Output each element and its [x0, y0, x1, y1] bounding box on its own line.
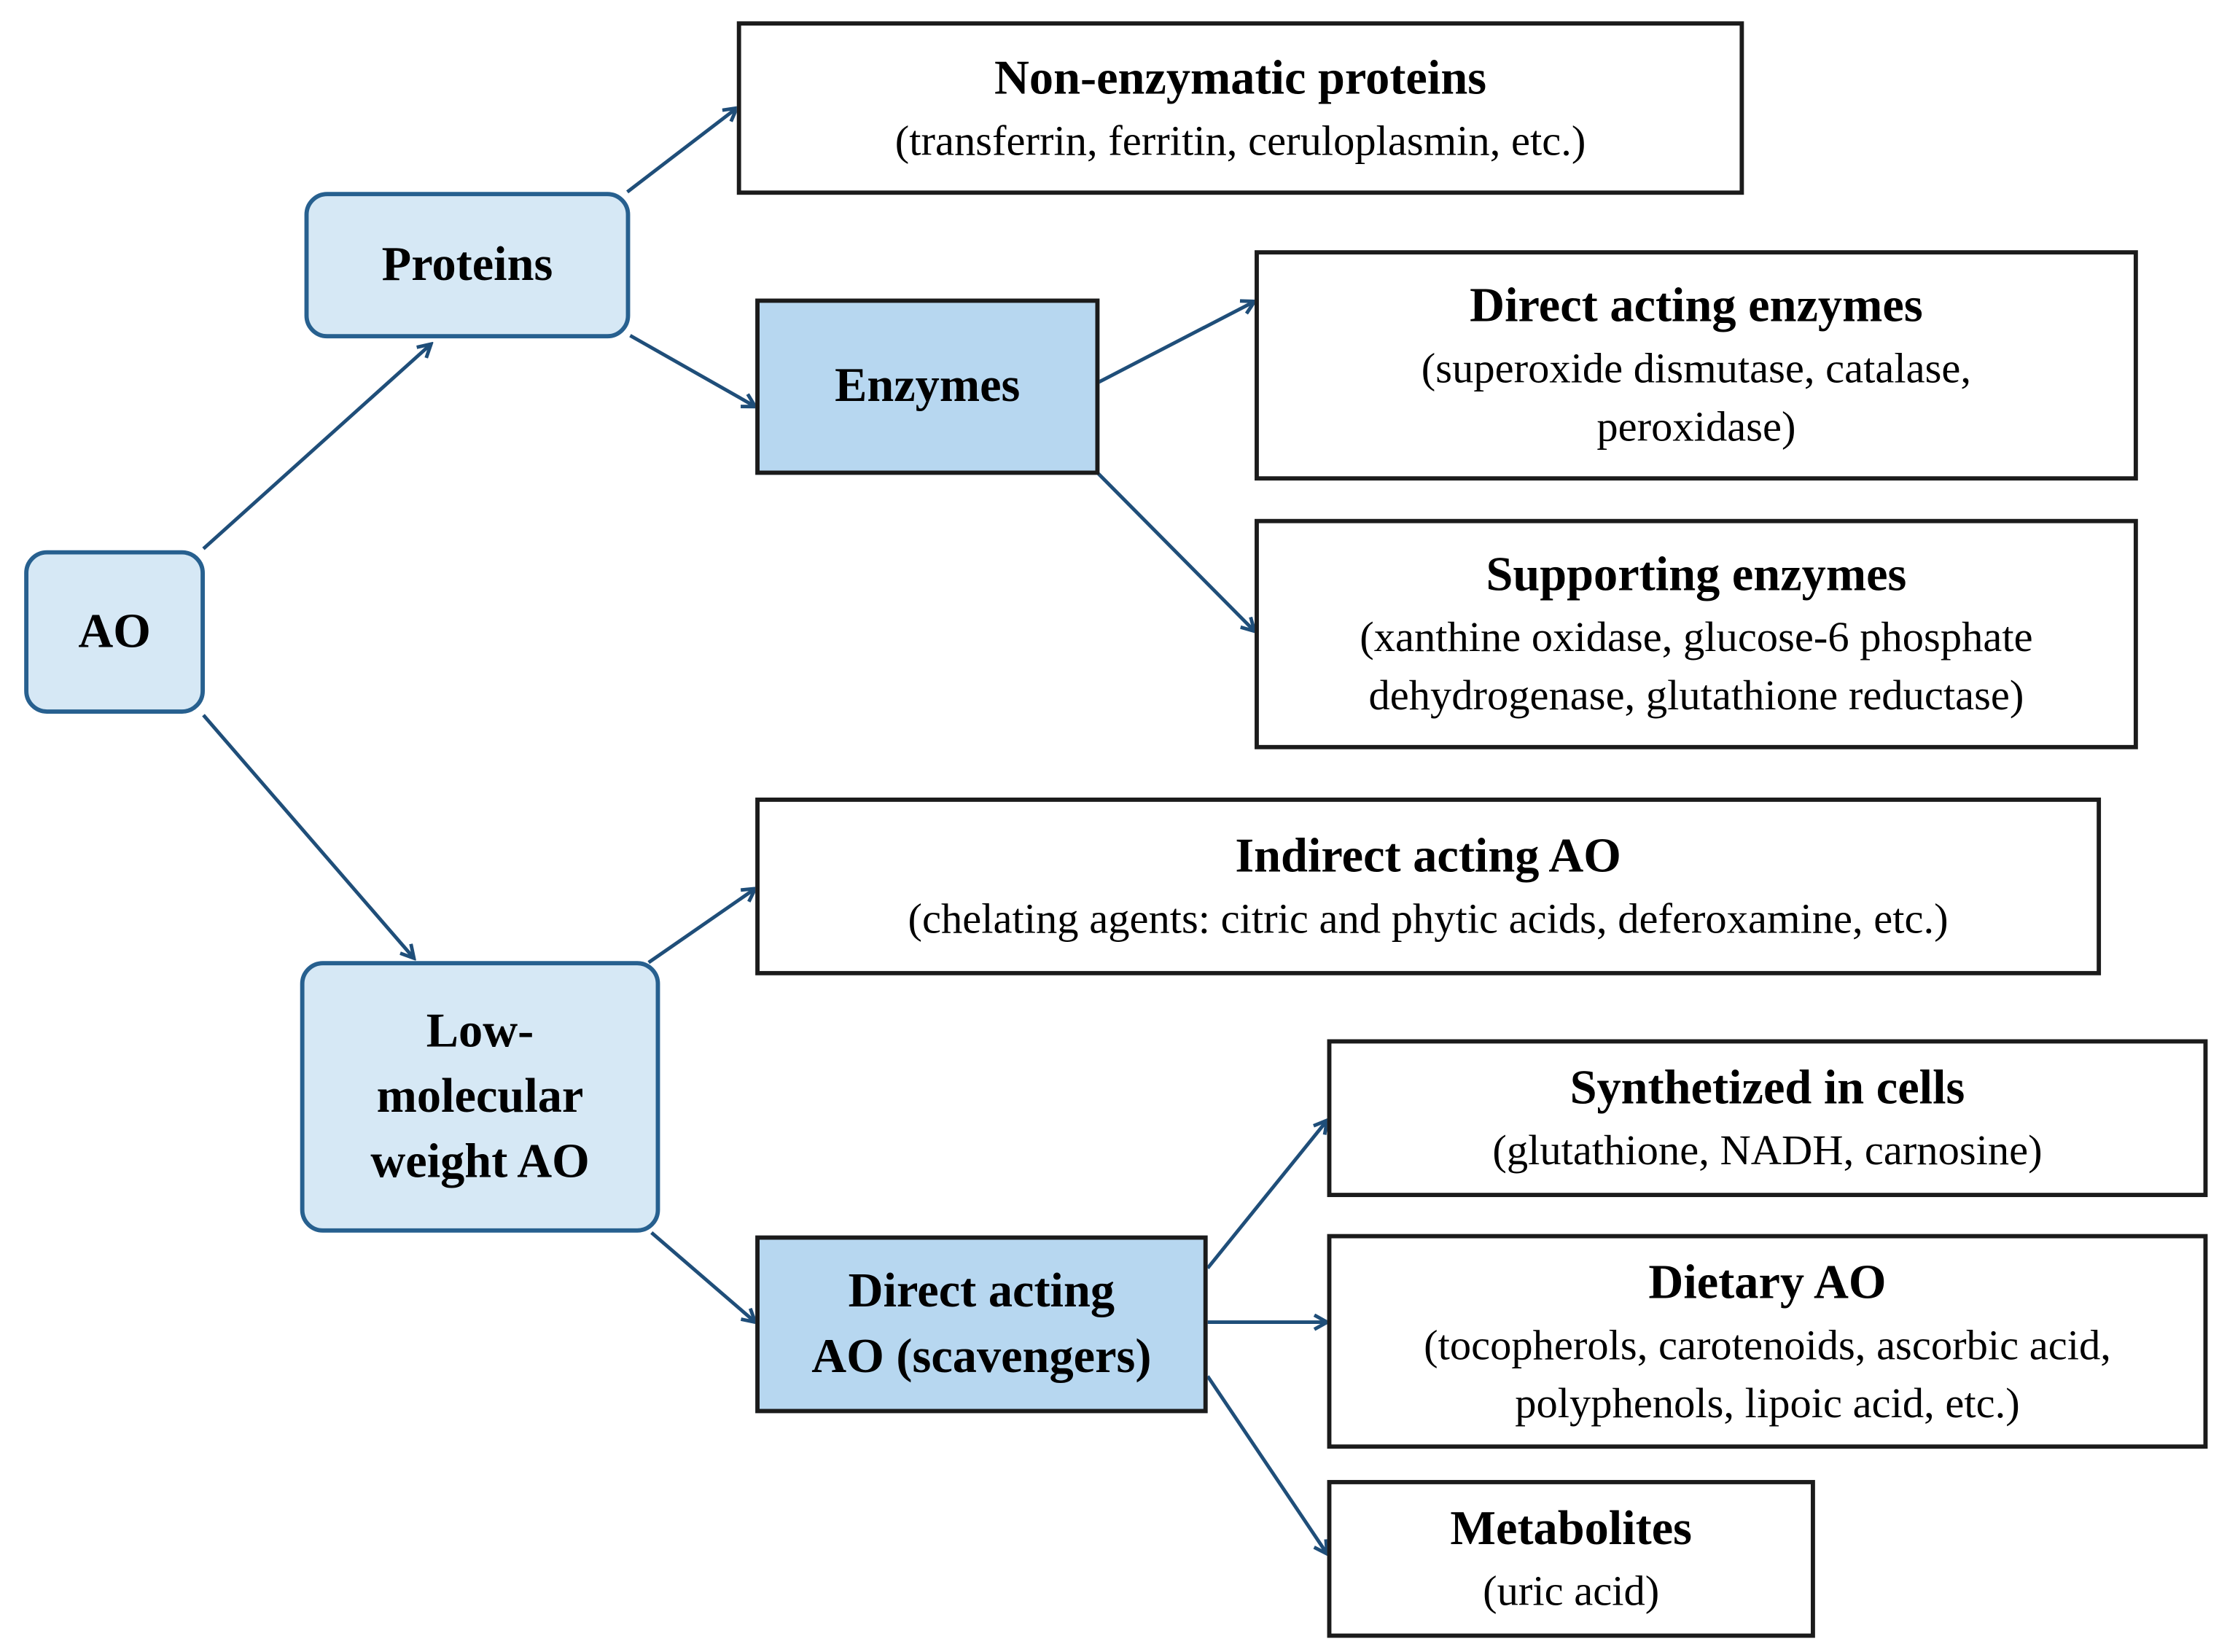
- node-indirect-acting-ao-title: Indirect acting AO: [1235, 830, 1621, 884]
- arrow-enzymes-to-direct-enzymes: [1097, 301, 1255, 384]
- node-dietary-ao-detail: (tocopherols, carotenoids, ascorbic acid…: [1424, 1321, 2111, 1427]
- node-indirect-acting-ao-detail: (chelating agents: citric and phytic aci…: [908, 895, 1949, 943]
- node-synthesized-in-cells-detail: (glutathione, NADH, carnosine): [1492, 1127, 2043, 1174]
- arrow-direct-acting-to-synthesized: [1206, 1121, 1327, 1270]
- node-direct-acting-enzymes-title: Direct acting enzymes: [1470, 280, 1923, 333]
- node-proteins-title: Proteins: [381, 238, 553, 291]
- arrow-enzymes-to-supporting-enzymes: [1096, 472, 1255, 631]
- node-dietary-ao: Dietary AO (tocopherols, carotenoids, as…: [1327, 1234, 2208, 1449]
- node-supporting-enzymes-detail: (xanthine oxidase, glucose-6 phosphate d…: [1360, 614, 2033, 720]
- node-synthesized-in-cells-title: Synthetized in cells: [1569, 1061, 1965, 1115]
- node-non-enzymatic-proteins: Non-enzymatic proteins (transferrin, fer…: [736, 21, 1744, 195]
- node-direct-acting-ao-title: Direct acting AO (scavengers): [811, 1264, 1152, 1383]
- arrow-ao-to-proteins: [202, 344, 431, 550]
- node-ao: AO: [24, 550, 205, 714]
- node-proteins: Proteins: [304, 192, 631, 339]
- node-metabolites-detail: (uric acid): [1483, 1567, 1660, 1616]
- node-low-molecular-ao: Low- molecular weight AO: [300, 961, 660, 1233]
- node-non-enzymatic-proteins-title: Non-enzymatic proteins: [994, 52, 1487, 105]
- node-low-molecular-ao-title: Low- molecular weight AO: [370, 1004, 590, 1188]
- node-ao-title: AO: [78, 604, 151, 658]
- node-direct-acting-enzymes: Direct acting enzymes (superoxide dismut…: [1255, 250, 2138, 481]
- arrow-proteins-to-non-enzymatic: [626, 108, 737, 194]
- node-enzymes: Enzymes: [755, 298, 1100, 475]
- node-supporting-enzymes: Supporting enzymes (xanthine oxidase, gl…: [1255, 518, 2138, 749]
- node-direct-acting-ao: Direct acting AO (scavengers): [755, 1235, 1208, 1414]
- node-indirect-acting-ao: Indirect acting AO (chelating agents: ci…: [755, 798, 2102, 975]
- arrow-ao-to-low-molecular: [202, 714, 414, 958]
- node-metabolites: Metabolites (uric acid): [1327, 1480, 1815, 1638]
- arrow-proteins-to-enzymes: [629, 334, 755, 407]
- arrow-low-molecular-to-direct-acting: [650, 1231, 755, 1322]
- node-metabolites-title: Metabolites: [1450, 1503, 1693, 1556]
- node-synthesized-in-cells: Synthetized in cells (glutathione, NADH,…: [1327, 1039, 2208, 1197]
- node-supporting-enzymes-title: Supporting enzymes: [1486, 548, 1907, 601]
- node-non-enzymatic-proteins-detail: (transferrin, ferritin, ceruloplasmin, e…: [894, 117, 1586, 165]
- node-enzymes-title: Enzymes: [835, 359, 1021, 413]
- arrow-direct-acting-to-metabolites: [1206, 1375, 1327, 1554]
- node-dietary-ao-title: Dietary AO: [1648, 1255, 1887, 1309]
- node-direct-acting-enzymes-detail: (superoxide dismutase, catalase, peroxid…: [1421, 345, 1972, 451]
- arrow-low-molecular-to-indirect: [647, 889, 755, 965]
